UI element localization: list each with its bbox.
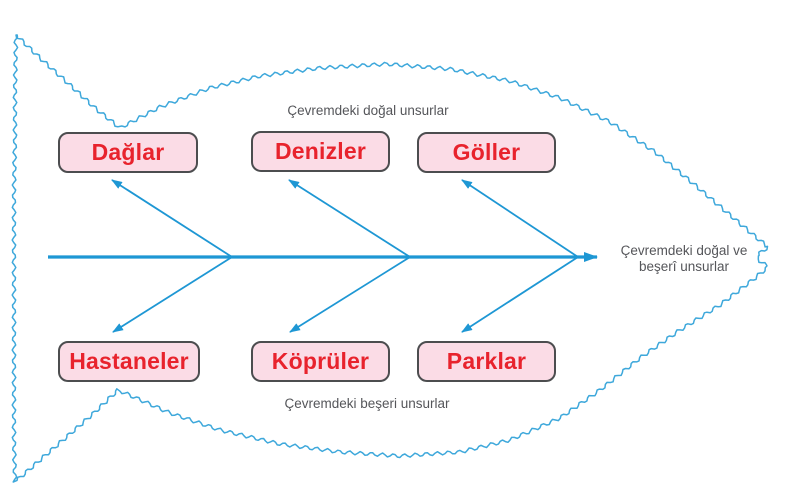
cause-box-mountains: Dağlar (58, 132, 198, 173)
human-elements-caption: Çevremdeki beşeri unsurlar (284, 396, 450, 411)
cause-box-parks: Parklar (417, 341, 556, 382)
branch-arrow-hospitals (112, 256, 233, 333)
effect-label-line1: Çevremdeki doğal ve (620, 243, 748, 258)
cause-box-bridges: Köprüler (251, 341, 390, 382)
branch-arrow-mountains (111, 179, 233, 258)
cause-box-lakes: Göller (417, 132, 556, 173)
branch-arrow-parks (461, 256, 579, 333)
cause-box-hospitals: Hastaneler (58, 341, 200, 382)
effect-label: Çevremdeki doğal ve beşerî unsurlar (612, 243, 756, 275)
branch-arrow-seas (288, 179, 411, 258)
effect-label-line2: beşerî unsurlar (638, 259, 730, 274)
branch-arrow-lakes (461, 179, 579, 258)
natural-elements-caption: Çevremdeki doğal unsurlar (287, 103, 449, 118)
branch-arrow-bridges (289, 256, 411, 333)
cause-box-seas: Denizler (251, 131, 390, 172)
fish-outline (11, 34, 769, 483)
